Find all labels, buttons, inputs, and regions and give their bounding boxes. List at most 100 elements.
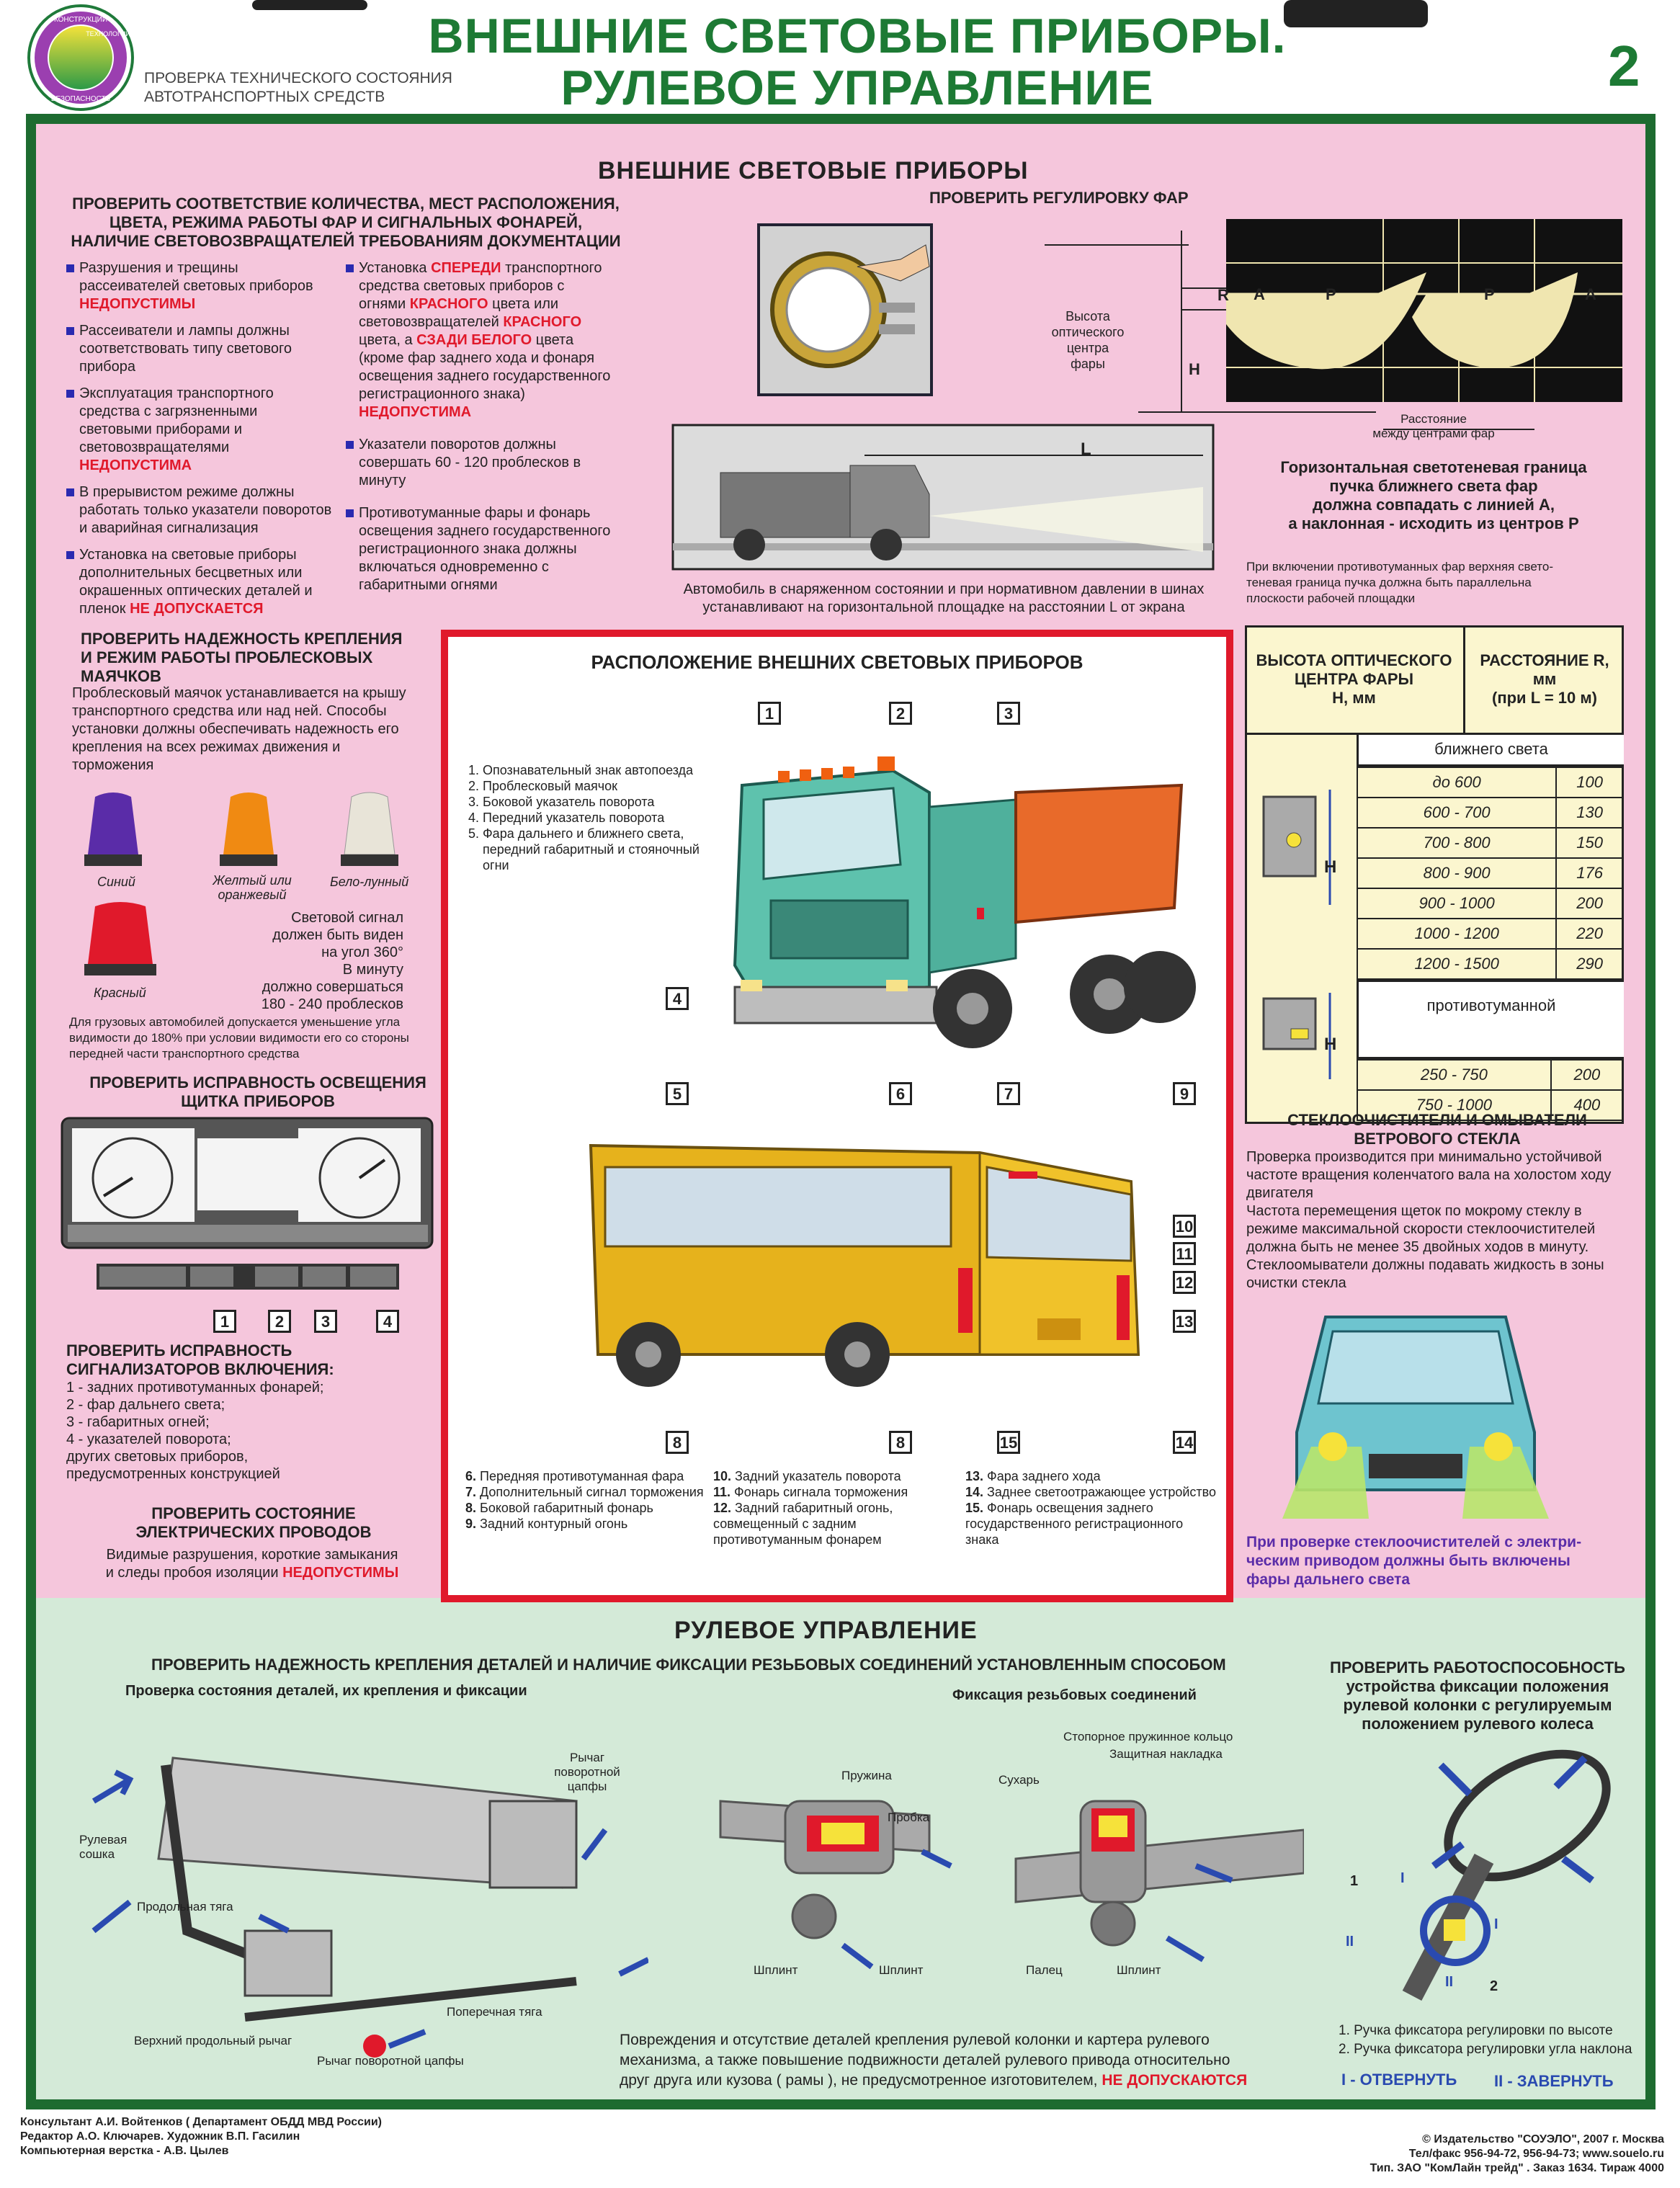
label-knuckle-arm-top: Рычаг поворотной цапфы (554, 1751, 620, 1793)
bus-legend-a: 6. Передняя противотуманная фара 7. Допо… (465, 1469, 704, 1531)
check-heading: ПРОВЕРИТЬ СООТВЕТСТВИЕ КОЛИЧЕСТВА, МЕСТ … (71, 195, 621, 250)
bus-callout-15: 15 (997, 1431, 1020, 1454)
label-pin: Палец (1026, 1963, 1063, 1977)
bus-callout-10: 10 (1173, 1215, 1196, 1238)
dash-num-2: 2 (268, 1310, 291, 1333)
truck-illustration (733, 756, 1196, 1048)
open-label: I - ОТВЕРНУТЬ (1341, 2071, 1457, 2089)
truck-callout-3: 3 (997, 702, 1020, 725)
r-mark: R (1217, 286, 1229, 304)
left-item: Рассеиватели и лампы должны соответствов… (66, 322, 333, 376)
steering-linkage-illustration (91, 1756, 648, 2058)
a-mark: A (1254, 285, 1265, 303)
fog-label: противотуманной (1357, 980, 1624, 1059)
page-title: ВНЕШНИЕ СВЕТОВЫЕ ПРИБОРЫ. РУЛЕВОЕ УПРАВЛ… (428, 9, 1287, 115)
wheel-mark-ii2: II (1445, 1974, 1454, 1990)
beacon-label-blue: Синий (97, 875, 135, 889)
headlight-diagram: R H A P P A (757, 219, 1622, 430)
bus-callout-12: 12 (1173, 1271, 1196, 1294)
truck-callout-2: 2 (889, 702, 912, 725)
truck-legend-item: Опознавательный знак автопоезда (483, 762, 720, 778)
steering-title: РУЛЕВОЕ УПРАВЛЕНИЕ (674, 1617, 978, 1644)
top-clip-left (252, 0, 367, 10)
wipers-text: Проверка производится при минимально уст… (1246, 1149, 1612, 1291)
dashboard-diagram (61, 1117, 434, 1290)
truck-callout-4: 4 (666, 987, 689, 1010)
p-mark-2: P (1484, 285, 1495, 303)
label-upper-arm: Верхний продольный рычаг (134, 2034, 292, 2048)
steering-column-illustration (1402, 1749, 1611, 2001)
truck-legend: Опознавательный знак автопоезда Проблеск… (461, 762, 720, 873)
beacon-orange (216, 790, 281, 872)
bus-callout-8b: 8 (889, 1431, 912, 1454)
a-mark-2: A (1585, 285, 1596, 303)
logo-text-3: БЕЗОПАСНОСТЬ (51, 95, 111, 103)
beacon-label-orange: Желтый или оранжевый (213, 873, 292, 902)
truck-legend-item: Боковой указатель поворота (483, 794, 720, 810)
label-cotter-3: Шплинт (1117, 1963, 1161, 1977)
beacon-blue (81, 790, 146, 872)
left-items: Разрушения и трещины рассеивателей свето… (66, 259, 333, 618)
wheel-mark-1: 1 (1350, 1873, 1359, 1889)
wheel-mark-2: 2 (1490, 1978, 1498, 1994)
left-item: Эксплуатация транспортного средства с за… (66, 385, 333, 475)
fog-h: H (1324, 1035, 1337, 1054)
dash-num-4: 4 (376, 1310, 399, 1333)
truck-screen-diagram (671, 424, 1215, 571)
p-mark: P (1326, 285, 1336, 303)
bus-callout-8: 8 (666, 1431, 689, 1454)
fog-note: При включении противотуманных фар верхня… (1246, 560, 1553, 605)
left-item: Разрушения и трещины рассеивателей свето… (66, 259, 333, 313)
steering-sub-left: Проверка состояния деталей, их крепления… (125, 1683, 527, 1699)
steering-sub-mid: Фиксация резьбовых соединений (952, 1687, 1197, 1703)
wheel-mark-i2: I (1494, 1916, 1498, 1932)
left-item: Установка на световые приборы дополнител… (66, 546, 333, 618)
thread-fixation-illustration (719, 1800, 1304, 1970)
beacon-label-red: Красный (94, 986, 146, 1000)
low-beam-height-icon (1262, 790, 1331, 905)
beacon-white (337, 790, 402, 872)
dash-num-3: 3 (314, 1310, 337, 1333)
beacon-red (81, 899, 160, 982)
mid-items: Установка СПЕРЕДИ транспортного средства… (346, 259, 612, 594)
bus-callout-9: 9 (1173, 1082, 1196, 1105)
headlight-heading: ПРОВЕРИТЬ РЕГУЛИРОВКУ ФАР (929, 189, 1189, 207)
wipers-note: При проверке стеклоочистителей с электри… (1246, 1534, 1582, 1588)
wheel-mark-i: I (1400, 1870, 1405, 1886)
l-mark: L (1081, 439, 1091, 459)
logo-text-1: КОНСТРУКЦИИ (54, 16, 107, 24)
beacons-text: Проблесковый маячок устанавливается на к… (72, 685, 406, 773)
bus-callout-13: 13 (1173, 1310, 1196, 1333)
mid-item-turn: Указатели поворотов должны совершать 60 … (346, 436, 612, 490)
label-snap-ring: Стопорное пружинное кольцо (1063, 1730, 1233, 1743)
steering-heading: ПРОВЕРИТЬ НАДЕЖНОСТЬ КРЕПЛЕНИЯ ДЕТАЛЕЙ И… (151, 1656, 1226, 1674)
low-beam-h: H (1324, 857, 1337, 877)
label-drag-link: Продольная тяга (137, 1900, 233, 1914)
poster-frame (26, 114, 1656, 2109)
truck-legend-item: Проблесковый маячок (483, 778, 720, 794)
label-cover: Защитная накладка (1109, 1747, 1223, 1761)
indicators-list: 1 - задних противотуманных фонарей;2 - ф… (66, 1380, 324, 1482)
truck-callout-1: 1 (758, 702, 781, 725)
bus-legend-b: 10. Задний указатель поворота 11. Фонарь… (713, 1469, 908, 1547)
logo: КОНСТРУКЦИИ БЕЗОПАСНОСТЬ ТЕХНОЛОГИИ (27, 4, 134, 111)
top-clip-right (1284, 0, 1428, 27)
low-beam-label: ближнего света (1357, 735, 1624, 767)
car-wiper-illustration (1282, 1316, 1549, 1519)
left-item: В прерывистом режиме должны работать тол… (66, 483, 333, 537)
truck-beacon-note: Для грузовых автомобилей допускается уме… (69, 1015, 409, 1060)
car-note: Автомобиль в снаряженном состоянии и при… (683, 581, 1205, 615)
